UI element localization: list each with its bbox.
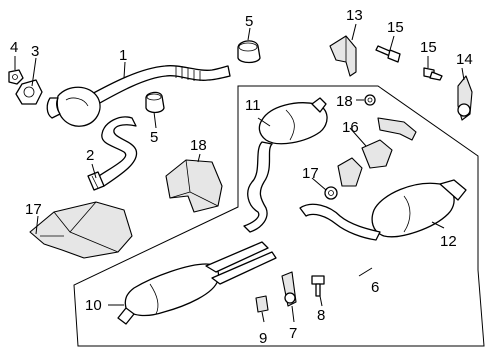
hanger-insulator — [281, 271, 297, 307]
callout-9: 9 — [259, 330, 267, 347]
callout-17-left: 17 — [25, 201, 42, 218]
callout-16: 16 — [342, 119, 359, 136]
callout-14: 14 — [456, 51, 473, 68]
hanger-bracket — [329, 35, 357, 77]
callout-1: 1 — [119, 47, 127, 64]
clip — [255, 295, 269, 313]
callout-18-right: 18 — [336, 93, 353, 110]
callout-15-right: 15 — [420, 39, 437, 56]
callout-leaders — [14, 23, 465, 323]
nut — [8, 69, 24, 85]
rear-hanger-bracket — [457, 75, 473, 121]
callout-18-left: 18 — [190, 137, 207, 154]
bolt-left — [375, 45, 401, 63]
callout-4: 4 — [10, 39, 18, 56]
callout-10: 10 — [85, 297, 102, 314]
callout-12: 12 — [440, 233, 457, 250]
rear-muffler — [299, 179, 467, 241]
callout-5-lower: 5 — [150, 129, 158, 146]
callout-2: 2 — [86, 147, 94, 164]
clamp-upper — [237, 40, 261, 64]
callout-8: 8 — [317, 307, 325, 324]
assembly-frame — [73, 85, 485, 347]
callout-6: 6 — [371, 279, 379, 296]
front-pipe-catalytic-converter — [46, 65, 231, 127]
front-muffler — [243, 97, 328, 233]
callout-11: 11 — [245, 97, 261, 114]
bolt-right — [423, 67, 443, 81]
heat-shield-lower — [29, 201, 133, 259]
callout-5-upper: 5 — [245, 13, 253, 30]
clamp-lower — [145, 91, 165, 114]
intermediate-pipe — [87, 116, 138, 191]
callout-3: 3 — [31, 43, 39, 60]
callout-13: 13 — [346, 7, 363, 24]
callout-17-right: 17 — [302, 165, 319, 182]
gasket — [15, 79, 43, 105]
heat-shield-upper — [165, 159, 223, 213]
hanger-bracket-middle — [337, 117, 417, 187]
callouts: 1 2 3 4 5 5 6 7 8 9 10 11 12 13 14 15 15… — [10, 7, 473, 347]
callout-7: 7 — [289, 325, 297, 342]
callout-15-left: 15 — [387, 19, 404, 36]
grommet-left — [324, 186, 338, 200]
bolt-lower — [311, 275, 325, 297]
grommet-right — [364, 94, 376, 106]
resonator-pipe — [117, 241, 277, 325]
